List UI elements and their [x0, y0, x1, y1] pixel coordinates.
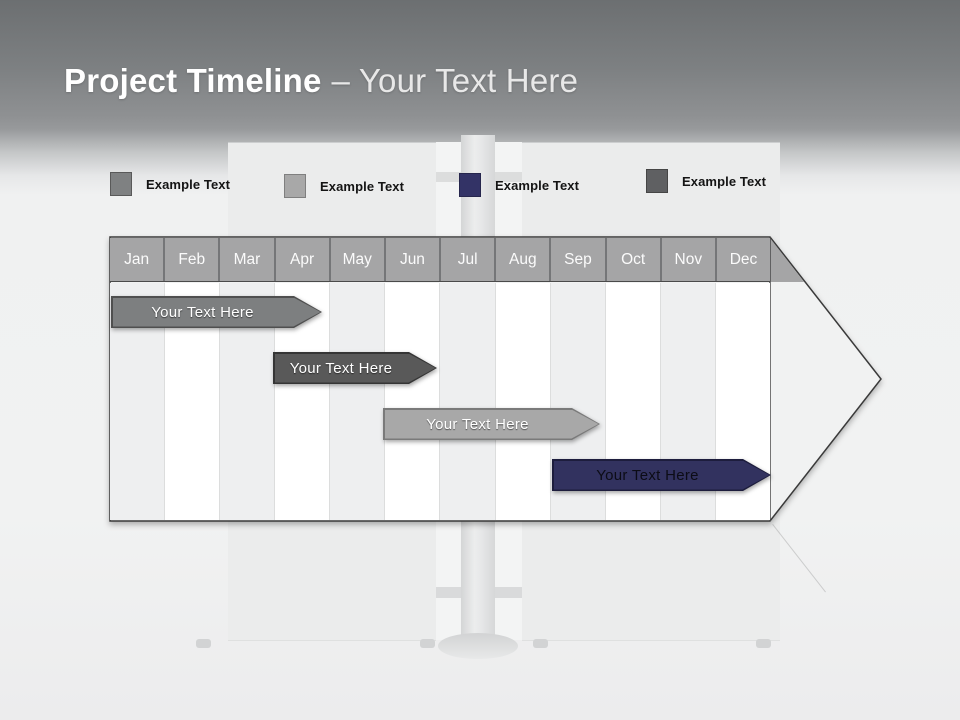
- page-title[interactable]: Project Timeline– Your Text Here: [64, 60, 578, 102]
- bar-fill: [275, 354, 436, 383]
- legend-item-3[interactable]: Example Text: [459, 173, 579, 197]
- month-header-feb: Feb: [163, 238, 218, 281]
- bar-label: Your Text Here: [426, 415, 529, 433]
- legend-item-4[interactable]: Example Text: [646, 169, 766, 193]
- legend-swatch-lightgray: [284, 174, 306, 198]
- legend-item-2[interactable]: Example Text: [284, 174, 404, 198]
- month-header-dec: Dec: [714, 238, 770, 281]
- bar-fill: [385, 410, 599, 439]
- display-pole-base: [438, 633, 518, 659]
- column-stripe: [439, 283, 495, 520]
- display-panel-foot: [756, 639, 771, 648]
- month-header-jul: Jul: [439, 238, 494, 281]
- month-header-aug: Aug: [494, 238, 549, 281]
- page-title-light: – Your Text Here: [331, 62, 579, 99]
- timeline-bar-1[interactable]: Your Text Here: [111, 296, 322, 328]
- legend-swatch-gray: [110, 172, 132, 196]
- legend-swatch-darkgray: [646, 169, 668, 193]
- month-header-mar: Mar: [218, 238, 273, 281]
- display-panel-foot: [196, 639, 211, 648]
- legend-label: Example Text: [320, 178, 405, 194]
- timeline-bar-2[interactable]: Your Text Here: [273, 352, 437, 384]
- month-header-oct: Oct: [604, 238, 660, 281]
- display-panel-foot: [420, 639, 435, 648]
- legend-item-1[interactable]: Example Text: [110, 172, 230, 196]
- month-header-row: Jan Feb Mar Apr May Jun Jul Aug Sep Oct …: [110, 238, 770, 282]
- arrow-tip-header-patch: [770, 238, 804, 282]
- month-header-sep: Sep: [549, 238, 604, 281]
- column-stripe: [384, 283, 440, 520]
- month-header-may: May: [328, 238, 384, 281]
- bar-label: Your Text Here: [151, 303, 254, 321]
- legend-swatch-navy: [459, 173, 481, 197]
- legend-label: Example Text: [682, 173, 767, 189]
- bar-label: Your Text Here: [289, 359, 393, 377]
- timeline-bar-3[interactable]: Your Text Here: [383, 408, 600, 440]
- bar-fill: [554, 461, 770, 490]
- month-header-jun: Jun: [383, 238, 439, 281]
- legend-label: Example Text: [146, 176, 231, 192]
- page-title-bold: Project Timeline: [64, 62, 322, 99]
- legend-label: Example Text: [495, 177, 580, 193]
- column-stripe: [329, 283, 385, 520]
- bar-fill: [113, 298, 321, 327]
- month-header-nov: Nov: [659, 238, 715, 281]
- month-header-jan: Jan: [124, 250, 150, 268]
- column-stripe: [494, 283, 550, 520]
- timeline-bar-4[interactable]: Your Text Here: [552, 459, 771, 491]
- display-panel-foot: [533, 639, 548, 648]
- bar-label: Your Text Here: [596, 466, 699, 484]
- month-header-apr: Apr: [273, 238, 329, 281]
